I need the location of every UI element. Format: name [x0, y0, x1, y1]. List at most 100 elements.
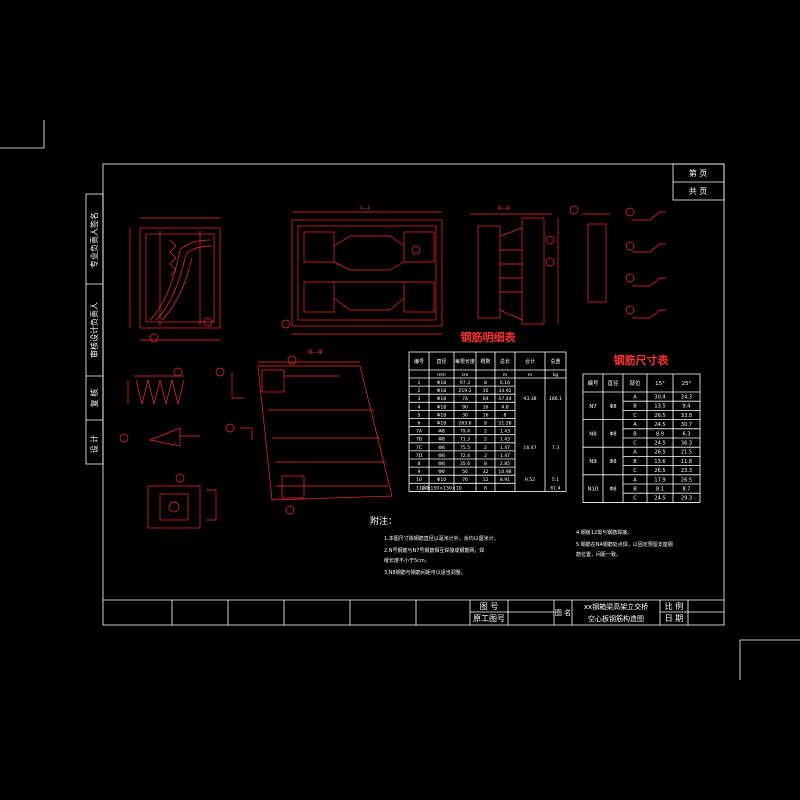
rebar-table-cell: 47.44 [498, 396, 511, 402]
dim-table-cell: 6.3 [683, 431, 691, 437]
dim-table-cell: 29.3 [681, 496, 692, 502]
rebar-table-cell: 16 [483, 404, 489, 410]
dim-table-group-id: N9 [589, 459, 597, 465]
rebar-table-cell: 2 [484, 429, 487, 435]
note-left-3: 3.N8钢筋与钢筋间距可以适当调整。 [384, 569, 466, 576]
rebar-table-cell: 6 [418, 421, 421, 427]
dim-table-cell: 26.5 [654, 413, 665, 419]
rebar-side-view: Ⅱ—Ⅱ [470, 205, 559, 325]
dim-table-cell: 26.5 [654, 450, 665, 456]
dim-table-header: 编号 [587, 379, 599, 387]
rebar-table-cell: Φ8 [438, 461, 445, 467]
rebar-table-cell: Φ10 [437, 477, 447, 483]
rebar-table-cell: 7A [416, 429, 423, 435]
rebar-table-header: 合计 [525, 358, 535, 365]
rebar-table-cell: 1.47 [500, 453, 510, 459]
rebar-table-cell: 16 [483, 388, 489, 394]
rebar-table-cell: 16 [483, 412, 489, 418]
dim-table-cell: A [633, 395, 637, 401]
rebar-table-unit: kg [553, 372, 559, 378]
rebar-table-cell: 75.5 [460, 445, 470, 451]
rebar-table-cell: 3 [418, 396, 421, 402]
rebar-table-cell: Φ8 [438, 445, 445, 451]
dim-table-cell: C [633, 468, 637, 474]
rebar-table-header: 根数 [480, 358, 490, 365]
rebar-table-cell: 2 [484, 437, 487, 443]
rebar-table-cell: 1 [418, 380, 421, 386]
rebar-table-header: 直径 [436, 358, 446, 365]
dim-table-title: 钢筋尺寸表 [614, 353, 670, 367]
rebar-table-cell: 2 [418, 388, 421, 394]
rebar-table-unit: m [528, 373, 532, 378]
sheet-no: 第 页 [689, 168, 708, 178]
page-number-box: 第 页 共 页 [672, 163, 725, 201]
dim-table-cell: 33.8 [681, 413, 692, 419]
rebar-table-cell: Φ18 [437, 388, 447, 394]
dim-table-header: 直径 [607, 379, 619, 387]
rebar-table-cell: 9.52 [525, 477, 535, 483]
rebar-table-cell: Φ8 [438, 437, 445, 443]
dim-table-cell: A [633, 450, 637, 456]
dim-table-group-dia: Φ8 [609, 487, 616, 493]
rebar-table-cell: 93.38 [523, 396, 536, 402]
note-left-0: 1.本图尺寸除钢筋直径以毫米计外，余均以厘米计。 [384, 535, 499, 542]
rebar-table-cell: 8 [504, 412, 507, 418]
rebar-table-cell: Φ8 [438, 429, 445, 435]
rebar-table-cell: 5 [418, 412, 421, 418]
rebar-table-cell: 7B [416, 437, 422, 443]
rebar-table-header: 每根长度 [455, 358, 475, 365]
rebar-table-cell: Φ18 [437, 421, 447, 427]
dim-table-cell: 23.3 [681, 468, 692, 474]
dim-table-group-dia: Φ8 [609, 431, 616, 437]
title-block: 图 号 原工图号 图 名 xx钢箱梁高架立交桥 空心板钢筋构造图 比 例 日 期 [103, 599, 724, 625]
rebar-table-cell: 2 [484, 445, 487, 451]
dim-table-cell: 8.7 [683, 487, 691, 493]
side-labels: 专业负责人签名 审核设计负责人 复 核 设 计 [89, 212, 99, 453]
dim-table-cell: 11.8 [681, 459, 692, 465]
rebar-table-unit: cm [462, 373, 469, 378]
side-label-2: 复 核 [89, 389, 99, 408]
rebar-bar-detail [569, 205, 610, 303]
side-label-0: 专业负责人签名 [89, 212, 99, 268]
date-label: 日 期 [665, 614, 684, 623]
dim-table-cell: B [633, 487, 637, 493]
rebar-elevation-view: Ⅲ—Ⅲ [257, 349, 393, 515]
dim-table-cell: 26.5 [681, 477, 692, 483]
rebar-table-cell: 16.47 [523, 445, 536, 451]
original-drawing-no-label: 原工图号 [473, 614, 505, 623]
rebar-table-cell: 9 [418, 469, 421, 475]
rebar-table-cell: 7C [416, 445, 422, 451]
dim-table-group-id: N10 [587, 487, 599, 493]
rebar-table-cell: 219.2 [458, 388, 471, 394]
dim-table-group-dia: Φ8 [609, 404, 616, 410]
rebar-table-cell: 64 [483, 396, 489, 402]
rebar-table-cell: Φ18 [437, 412, 447, 418]
rebar-table-cell: 1.47 [500, 445, 510, 451]
rebar-table-cell: 7.3 [552, 445, 559, 451]
rebar-table-cell: Φ8 [438, 469, 445, 475]
dim-table-group-id: N8 [589, 431, 597, 437]
rebar-table-cell: 2.85 [500, 461, 510, 467]
rebar-table-cell: 186.1 [549, 396, 562, 402]
dim-table-cell: 36.3 [681, 441, 692, 447]
rebar-table-cell: 12 [483, 477, 489, 483]
dim-table-cell: 24.5 [654, 422, 665, 428]
rebar-table-cell: 56 [462, 469, 468, 475]
dim-table-cell: 13.5 [654, 404, 665, 410]
dim-table-cell: 24.5 [654, 496, 665, 502]
scale-label: 比 例 [665, 601, 684, 611]
dim-table-cell: 30.4 [654, 395, 665, 401]
rebar-table-cell: 4 [418, 404, 421, 410]
binding-strip [85, 193, 104, 465]
note-right-0: 4.钢板12需与钢筋焊接。 [576, 529, 632, 536]
rebar-table-cell: 2 [484, 453, 487, 459]
section-label-3: Ⅲ—Ⅲ [308, 349, 322, 356]
drawing-no-label: 图 号 [480, 602, 499, 611]
side-label-1: 审核设计负责人 [89, 302, 99, 358]
dim-table-cell: A [633, 422, 637, 428]
rebar-bent-bars [625, 207, 666, 319]
side-label-3: 设 计 [89, 435, 99, 454]
